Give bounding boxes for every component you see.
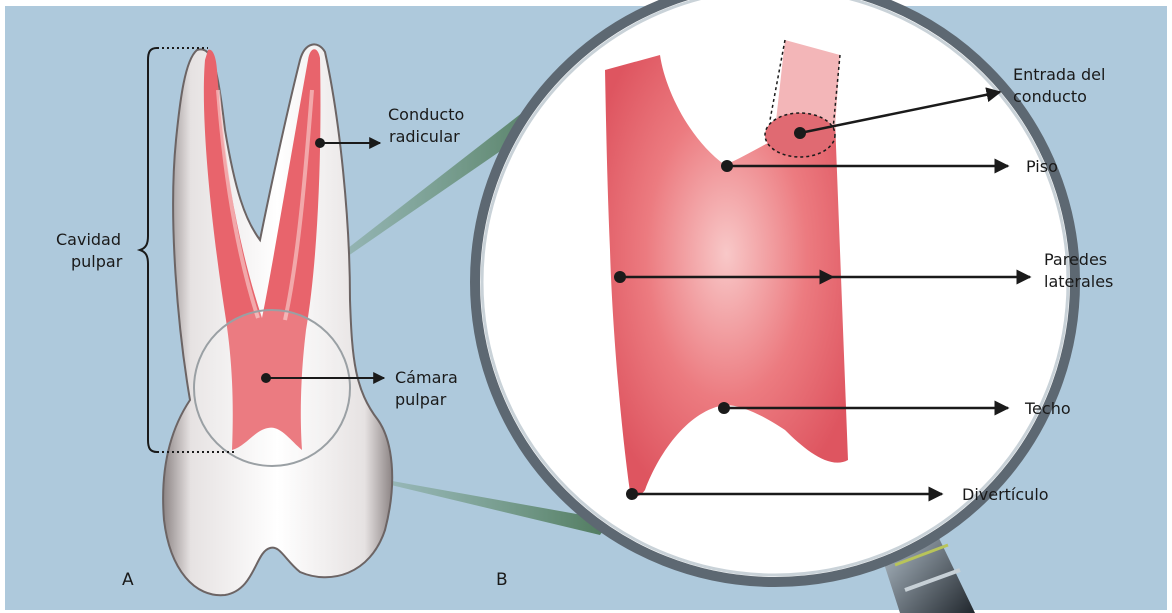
label-camara-line2: pulpar: [395, 390, 447, 409]
panel-label-b: B: [496, 570, 508, 590]
label-entrada-line2: conducto: [1013, 87, 1087, 106]
label-paredes-line1: Paredes: [1044, 250, 1107, 269]
label-cavidad-line1: Cavidad: [56, 230, 121, 249]
label-paredes-line2: laterales: [1044, 272, 1113, 291]
pulp-chamber-zoom-circle: [194, 310, 350, 466]
label-diverticulo: Divertículo: [962, 485, 1049, 504]
label-camara-line1: Cámara: [395, 368, 458, 387]
top-strip: [0, 0, 1172, 6]
panel-label-a: A: [122, 570, 134, 590]
label-techo: Techo: [1024, 399, 1071, 418]
label-cavidad-line2: pulpar: [71, 252, 123, 271]
label-piso: Piso: [1026, 157, 1058, 176]
label-entrada-line1: Entrada del: [1013, 65, 1105, 84]
label-conducto-line2: radicular: [389, 127, 460, 146]
label-conducto-line1: Conducto: [388, 105, 464, 124]
